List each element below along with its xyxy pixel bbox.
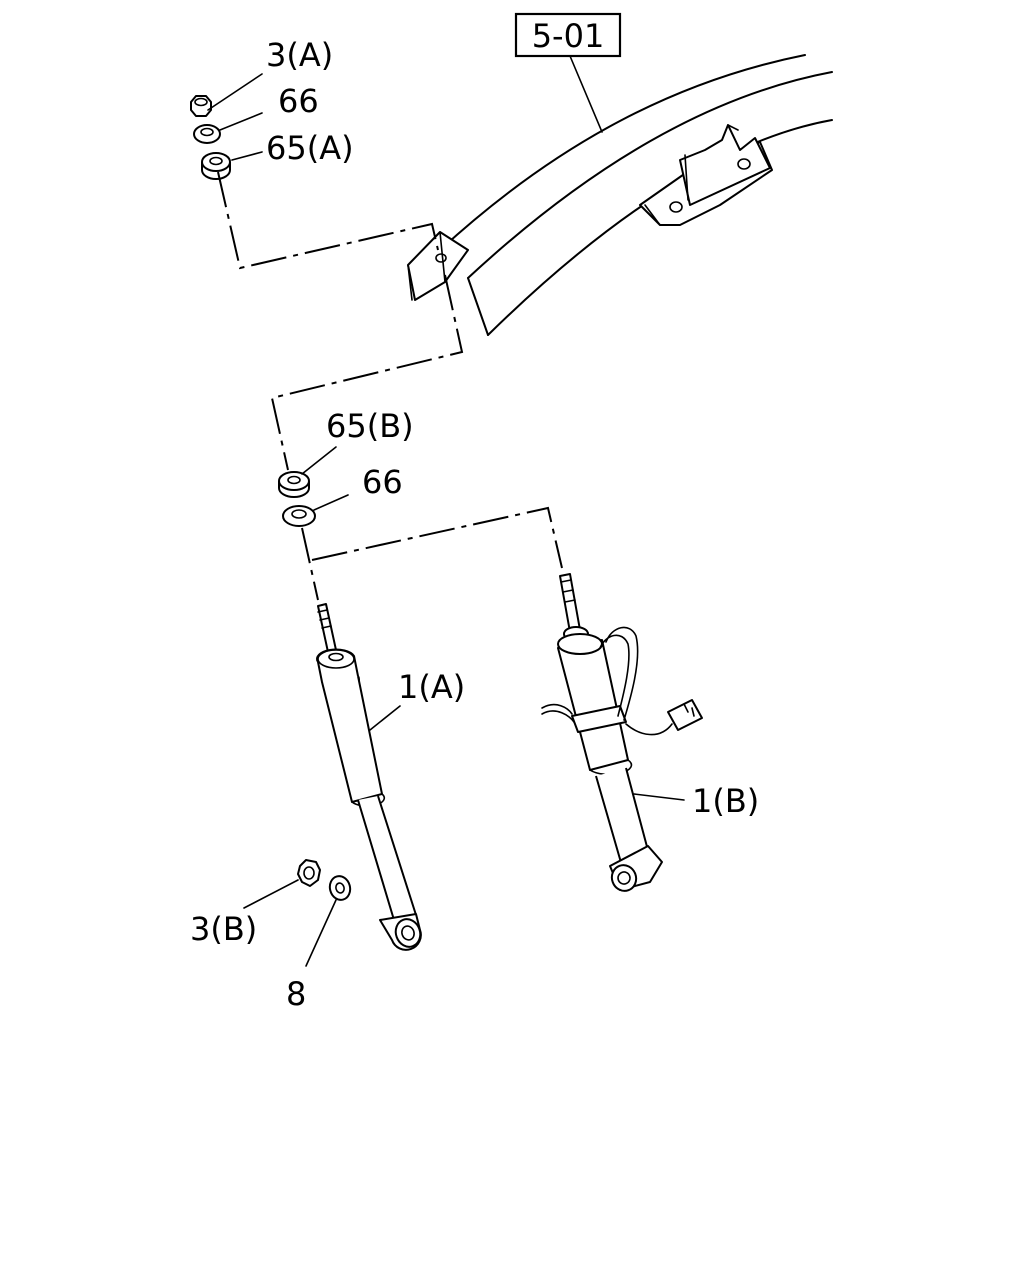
- shock-absorber-b: [541, 573, 703, 892]
- bushing-65b: [278, 471, 310, 498]
- washer-8: [328, 875, 352, 901]
- upper-mount-bracket: [407, 231, 469, 301]
- label-washer-66-top: 66: [278, 82, 319, 120]
- washer-66-top: [193, 124, 221, 144]
- label-shock-1b: 1(B): [692, 782, 759, 820]
- section-reference-label: 5-01: [532, 17, 605, 55]
- label-nut-3b: 3(B): [190, 910, 257, 948]
- frame-rail: [439, 54, 833, 336]
- label-bushing-65a: 65(A): [266, 129, 354, 167]
- label-nut-3a: 3(A): [266, 36, 333, 74]
- section-reference: 5-01: [514, 12, 622, 133]
- crossmember-bracket: [639, 124, 773, 226]
- shock-absorber-a: [316, 603, 422, 951]
- washer-66-mid: [282, 505, 316, 527]
- label-washer-66-mid: 66: [362, 463, 403, 501]
- label-shock-1a: 1(A): [398, 668, 465, 706]
- bushing-65a: [201, 152, 231, 180]
- label-bushing-65b: 65(B): [326, 407, 414, 445]
- nut-a: [190, 95, 212, 117]
- label-washer-8: 8: [286, 975, 306, 1013]
- nut-b: [297, 859, 321, 887]
